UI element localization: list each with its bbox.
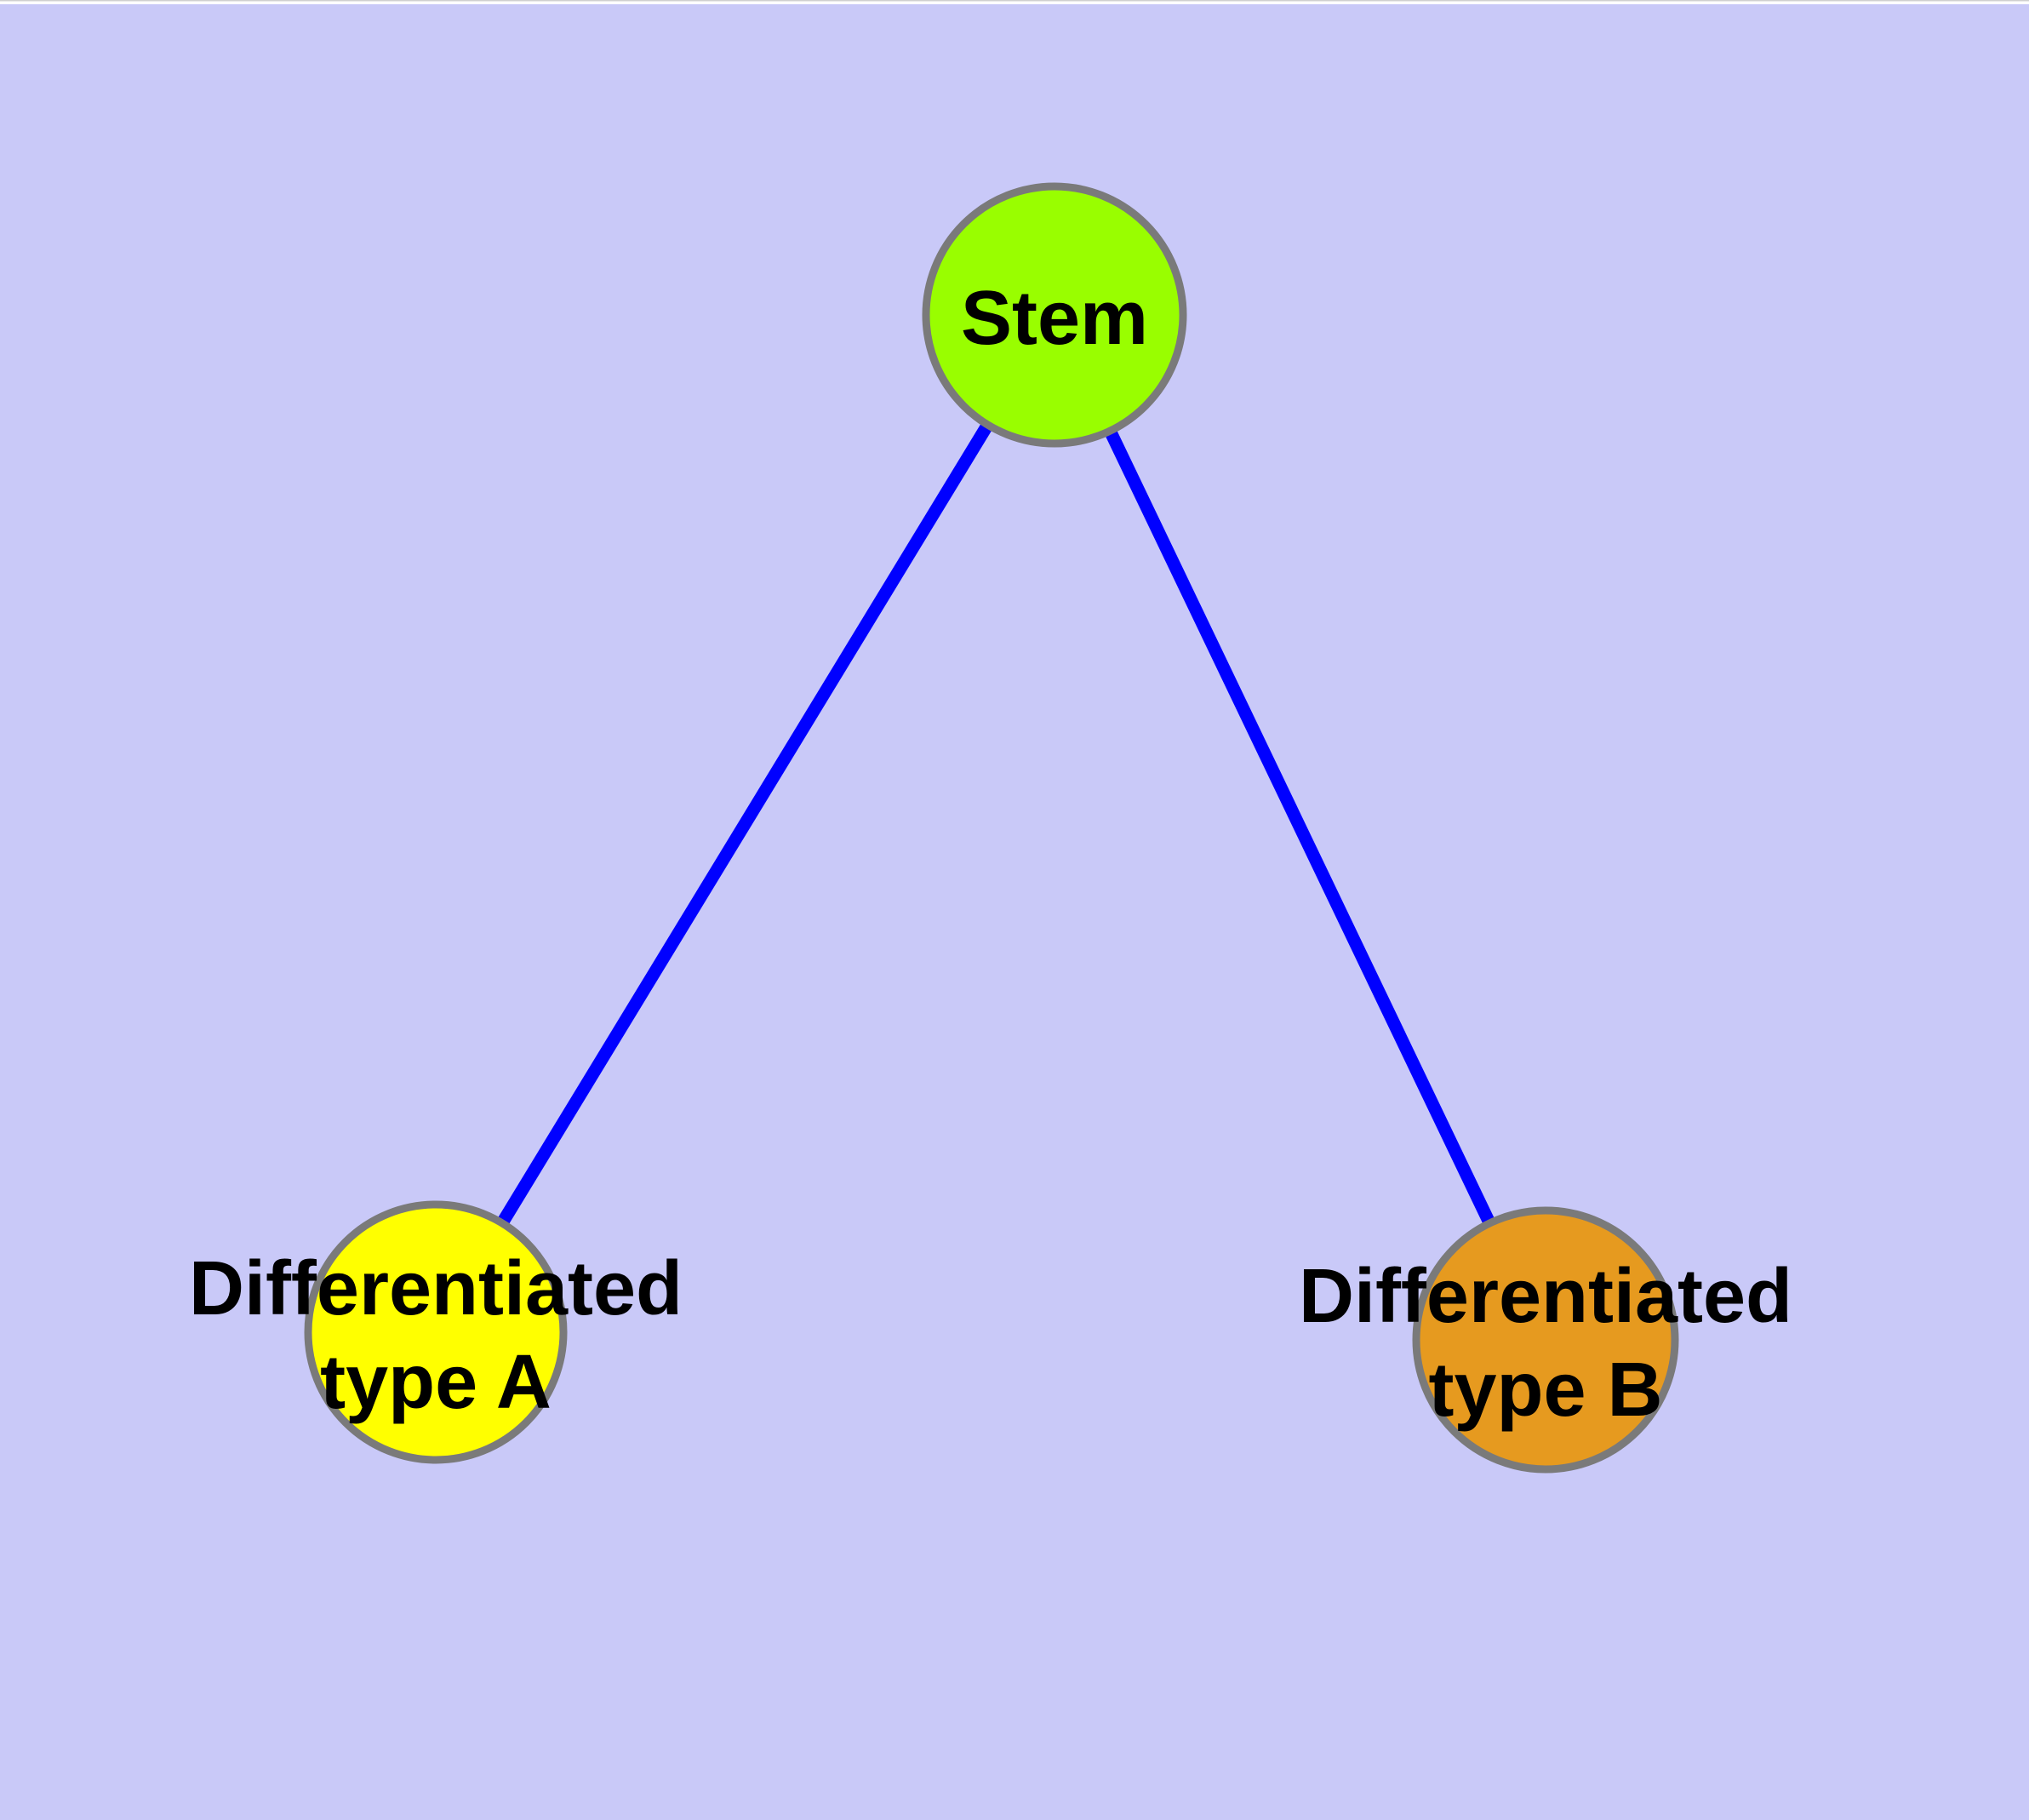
edges-layer — [430, 312, 1552, 1343]
nodes-layer — [304, 182, 1679, 1474]
node-stem-circle — [922, 182, 1187, 448]
node-differentiated-type-b-label: Differentiated type B — [1299, 1254, 1792, 1433]
node-stem-label-line-1: Stem — [961, 276, 1148, 361]
node-differentiated-type-a-label-line-1: Differentiated — [189, 1246, 683, 1331]
node-differentiated-type-b-label-line-2: type B — [1428, 1348, 1662, 1433]
top-window-strip — [0, 0, 2029, 4]
edge-stem-to-differentiated-type-a — [430, 312, 1060, 1336]
node-differentiated-type-b-label-line-1: Differentiated — [1299, 1254, 1792, 1339]
node-differentiated-type-a-circle — [304, 1200, 568, 1464]
node-differentiated-type-a-label-line-2: type A — [320, 1340, 552, 1425]
edge-stem-to-differentiated-type-b — [1049, 312, 1552, 1343]
node-stem-label: Stem — [961, 276, 1148, 361]
node-differentiated-type-b-circle — [1412, 1206, 1679, 1474]
node-differentiated-type-a-label: Differentiated type A — [189, 1246, 683, 1425]
top-window-strip-edge — [0, 0, 2029, 2]
